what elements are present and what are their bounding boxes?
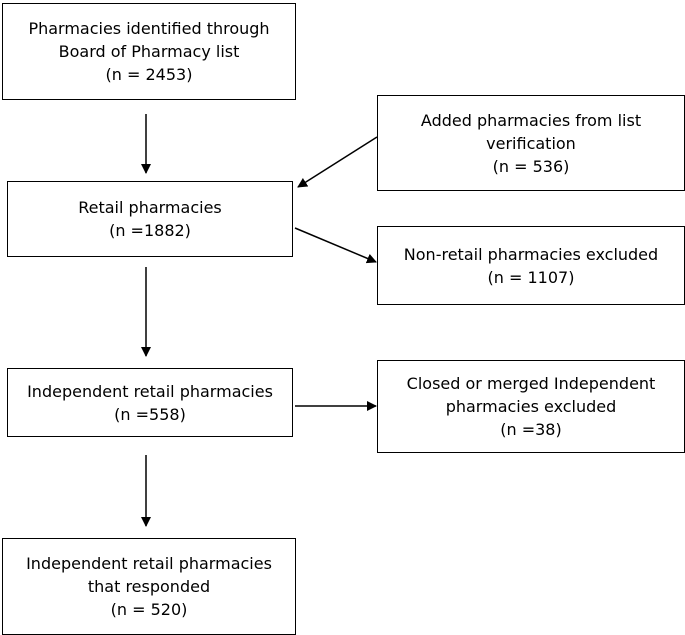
box-identified-pharmacies: Pharmacies identified through Board of P…	[2, 3, 296, 100]
closed-line1: Closed or merged Independent	[406, 374, 656, 393]
identified-count: (n = 2453)	[105, 65, 193, 84]
identified-line2: Board of Pharmacy list	[58, 42, 240, 61]
responded-line1: Independent retail pharmacies	[26, 554, 272, 573]
box-independent-retail: Independent retail pharmacies (n =558)	[7, 368, 293, 437]
box-responded: Independent retail pharmacies that respo…	[2, 538, 296, 635]
non-retail-count: (n = 1107)	[487, 267, 575, 287]
non-retail-line1: Non-retail pharmacies excluded	[403, 244, 659, 264]
identified-line1: Pharmacies identified through	[28, 19, 270, 38]
closed-count: (n =38)	[500, 420, 562, 439]
independent-line1: Independent retail pharmacies	[27, 381, 273, 401]
closed-line2: pharmacies excluded	[445, 397, 617, 416]
responded-count: (n = 520)	[110, 600, 188, 619]
retail-count: (n =1882)	[109, 221, 191, 240]
box-added-pharmacies: Added pharmacies from list verification …	[377, 95, 685, 191]
arrow-retail-to-nonretail	[294, 227, 377, 264]
added-line2: verification	[486, 133, 576, 153]
box-closed-merged-excluded: Closed or merged Independent pharmacies …	[377, 360, 685, 453]
independent-count: (n =558)	[114, 404, 186, 424]
added-line1: Added pharmacies from list	[420, 110, 642, 130]
box-retail-pharmacies: Retail pharmacies (n =1882)	[7, 181, 293, 257]
box-non-retail-excluded: Non-retail pharmacies excluded (n = 1107…	[377, 226, 685, 305]
retail-line1: Retail pharmacies	[78, 198, 222, 217]
added-count: (n = 536)	[492, 156, 570, 176]
responded-line2: that responded	[87, 577, 211, 596]
arrow-added-to-retail	[297, 136, 378, 188]
